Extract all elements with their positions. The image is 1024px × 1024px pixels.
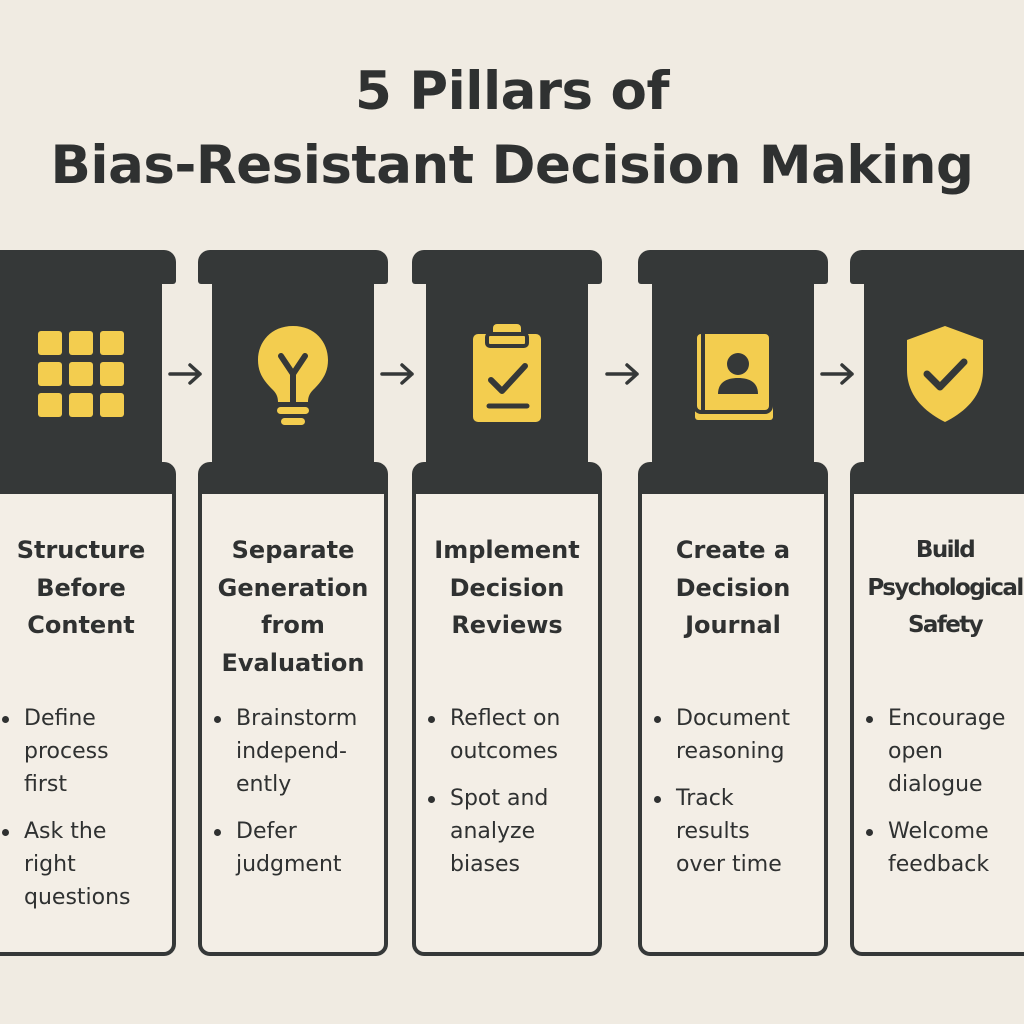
pillar-base [0, 462, 176, 494]
pillar-structure-before-content: Structure Before Content Define process … [0, 250, 176, 956]
list-item: Defer judgment [212, 815, 382, 881]
list-item: Track results over time [652, 782, 822, 881]
pillar-heading: Implement Decision Reviews [434, 536, 580, 639]
list-item: Encourage open dialogue [864, 702, 1024, 801]
lightbulb-icon [243, 318, 343, 428]
pillar-bullet-list: Brainstorm independ- ently Defer judgmen… [212, 702, 382, 895]
pillar-body [638, 494, 828, 956]
pillar-body [850, 494, 1024, 956]
grid-icon [31, 318, 131, 428]
pillar-bullet-list: Encourage open dialogue Welcome feedback [864, 702, 1024, 895]
page-title-line-1: 5 Pillars of [354, 61, 670, 122]
pillar-body [0, 494, 176, 956]
shield-check-icon [895, 318, 995, 428]
list-item: Ask the right questions [0, 815, 170, 914]
arrow-right-icon [820, 362, 856, 386]
pillar-cap [412, 250, 602, 284]
pillar-base [412, 462, 602, 494]
list-item: Document reasoning [652, 702, 822, 768]
list-item: Reflect on outcomes [426, 702, 596, 768]
list-item: Define process first [0, 702, 170, 801]
pillar-cap [638, 250, 828, 284]
pillar-bullet-list: Reflect on outcomes Spot and analyze bia… [426, 702, 596, 895]
pillar-cap [0, 250, 176, 284]
arrow-right-icon [380, 362, 416, 386]
pillar-build-psychological-safety: Build Psychological Safety Encourage ope… [850, 250, 1024, 956]
pillar-bullet-list: Define process first Ask the right quest… [0, 702, 170, 928]
pillar-create-decision-journal: Create a Decision Journal Document reaso… [638, 250, 828, 956]
pillar-cap [198, 250, 388, 284]
list-item: Welcome feedback [864, 815, 1024, 881]
pillar-base [850, 462, 1024, 494]
journal-icon [683, 318, 783, 428]
pillar-cap [850, 250, 1024, 284]
pillar-body [198, 494, 388, 956]
pillar-base [638, 462, 828, 494]
arrow-right-icon [605, 362, 641, 386]
pillar-bullet-list: Document reasoning Track results over ti… [652, 702, 822, 895]
pillar-heading: Separate Generation from Evaluation [217, 536, 369, 677]
pillar-heading: Build Psychological Safety [867, 537, 1024, 638]
list-item: Spot and analyze biases [426, 782, 596, 881]
pillar-separate-generation: Separate Generation from Evaluation Brai… [198, 250, 388, 956]
pillar-heading: Structure Before Content [16, 536, 146, 639]
list-item: Brainstorm independ- ently [212, 702, 382, 801]
clipboard-check-icon [457, 318, 557, 428]
pillar-base [198, 462, 388, 494]
pillar-heading: Create a Decision Journal [675, 536, 791, 639]
page-title-line-2: Bias-Resistant Decision Making [50, 135, 974, 196]
pillar-implement-decision-reviews: Implement Decision Reviews Reflect on ou… [412, 250, 602, 956]
pillar-body [412, 494, 602, 956]
arrow-right-icon [168, 362, 204, 386]
